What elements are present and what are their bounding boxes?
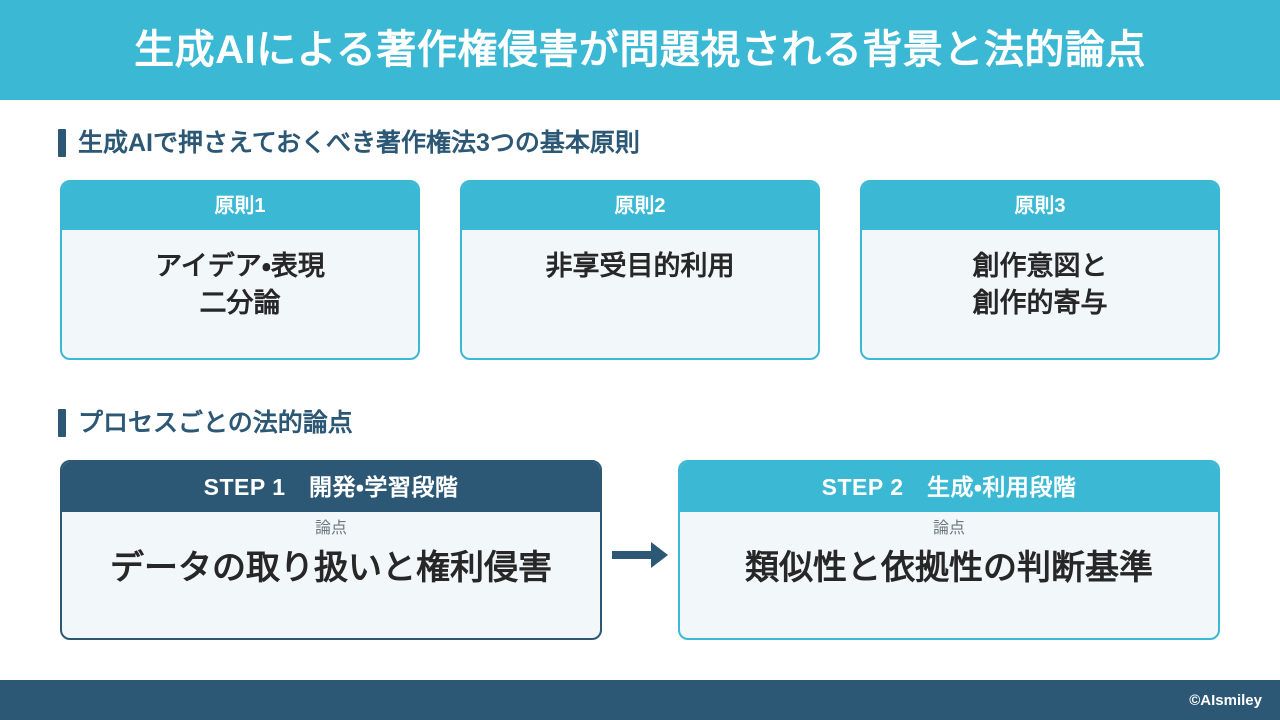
principle-card-1-text: アイデア・表現 二分論 <box>155 251 325 319</box>
copyright-label: ©AIsmiley <box>1189 691 1262 709</box>
page-title: 生成AIによる著作権侵害が問題視される背景と法的論点 <box>134 28 1146 72</box>
step-box-1-sublabel: 論点 <box>314 520 347 537</box>
step-box-1[interactable]: STEP 1 開発・学習段階 論点 データの取り扱いと権利侵害 <box>60 460 602 640</box>
section-heading-process: プロセスごとの法的論点 <box>58 406 353 440</box>
principle-card-2-body: 非享受目的利用 <box>462 230 818 358</box>
principle-card-3-label: 原則3 <box>1014 195 1066 217</box>
section-heading-principles: 生成AIで押さえておくべき著作権法3つの基本原則 <box>58 126 640 160</box>
step-box-2[interactable]: STEP 2 生成・利用段階 論点 類似性と依拠性の判断基準 <box>678 460 1220 640</box>
step-box-2-text: 類似性と依拠性の判断基準 <box>745 549 1153 587</box>
principle-card-3[interactable]: 原則3 創作意図と 創作的寄与 <box>860 180 1220 360</box>
right-arrow-icon <box>612 542 668 568</box>
principle-card-1[interactable]: 原則1 アイデア・表現 二分論 <box>60 180 420 360</box>
arrow-shaft <box>612 551 651 559</box>
principle-card-2[interactable]: 原則2 非享受目的利用 <box>460 180 820 360</box>
principle-cards-row: 原則1 アイデア・表現 二分論 原則2 非享受目的利用 原則3 創作意図と 創作… <box>60 180 1220 360</box>
step-box-1-header-label: STEP 1 開発・学習段階 <box>203 473 459 500</box>
principle-card-1-body: アイデア・表現 二分論 <box>62 230 418 358</box>
principle-card-2-text: 非享受目的利用 <box>545 251 735 281</box>
section-heading-label: プロセスごとの法的論点 <box>78 408 353 437</box>
section-heading-label: 生成AIで押さえておくべき著作権法3つの基本原則 <box>78 128 640 157</box>
step-box-2-header-label: STEP 2 生成・利用段階 <box>821 473 1077 500</box>
principle-card-1-label: 原則1 <box>214 195 266 217</box>
principle-card-2-label: 原則2 <box>614 195 666 217</box>
principle-card-2-header: 原則2 <box>462 182 818 230</box>
process-steps-row: STEP 1 開発・学習段階 論点 データの取り扱いと権利侵害 STEP 2 生… <box>60 460 1220 640</box>
step-box-2-header: STEP 2 生成・利用段階 <box>680 462 1218 512</box>
arrow-head <box>651 542 668 568</box>
step-box-2-sublabel: 論点 <box>932 520 965 537</box>
section-marker-icon <box>58 409 66 437</box>
slide-title-bar: 生成AIによる著作権侵害が問題視される背景と法的論点 <box>0 0 1280 100</box>
principle-card-1-header: 原則1 <box>62 182 418 230</box>
section-marker-icon <box>58 129 66 157</box>
principle-card-3-header: 原則3 <box>862 182 1218 230</box>
principle-card-3-text: 創作意図と 創作的寄与 <box>972 251 1108 319</box>
principle-card-3-body: 創作意図と 創作的寄与 <box>862 230 1218 358</box>
slide-footer-bar: ©AIsmiley <box>0 680 1280 720</box>
step-box-2-body: 論点 類似性と依拠性の判断基準 <box>680 512 1218 638</box>
step-box-1-body: 論点 データの取り扱いと権利侵害 <box>62 512 600 638</box>
step-box-1-header: STEP 1 開発・学習段階 <box>62 462 600 512</box>
step-box-1-text: データの取り扱いと権利侵害 <box>110 549 552 587</box>
